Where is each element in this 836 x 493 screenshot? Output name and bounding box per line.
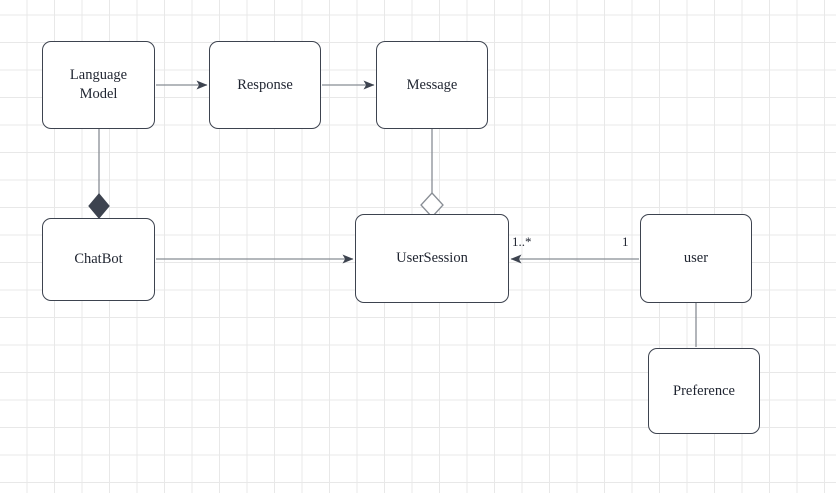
node-user-label: user <box>683 250 709 267</box>
node-response-label: Response <box>237 76 293 93</box>
multiplicity-user: 1 <box>622 234 629 249</box>
node-language-model[interactable]: Language Model <box>42 41 155 129</box>
node-chatbot[interactable]: ChatBot <box>42 218 155 301</box>
node-user[interactable]: user <box>640 214 752 303</box>
node-preference[interactable]: Preference <box>648 348 760 434</box>
node-response[interactable]: Response <box>209 41 321 129</box>
multiplicity-usersession: 1..* <box>512 234 532 249</box>
node-language-model-label: Language Model <box>69 67 128 102</box>
node-message-label: Message <box>406 76 458 93</box>
filled-diamond-icon <box>88 193 110 219</box>
node-preference-label: Preference <box>673 382 735 399</box>
node-usersession-label: UserSession <box>396 250 468 267</box>
edge-message-to-usersession <box>420 129 444 218</box>
node-usersession[interactable]: UserSession <box>355 214 509 303</box>
node-message[interactable]: Message <box>376 41 488 129</box>
node-chatbot-label: ChatBot <box>74 251 123 268</box>
edge-language-model-to-chatbot <box>88 129 110 219</box>
